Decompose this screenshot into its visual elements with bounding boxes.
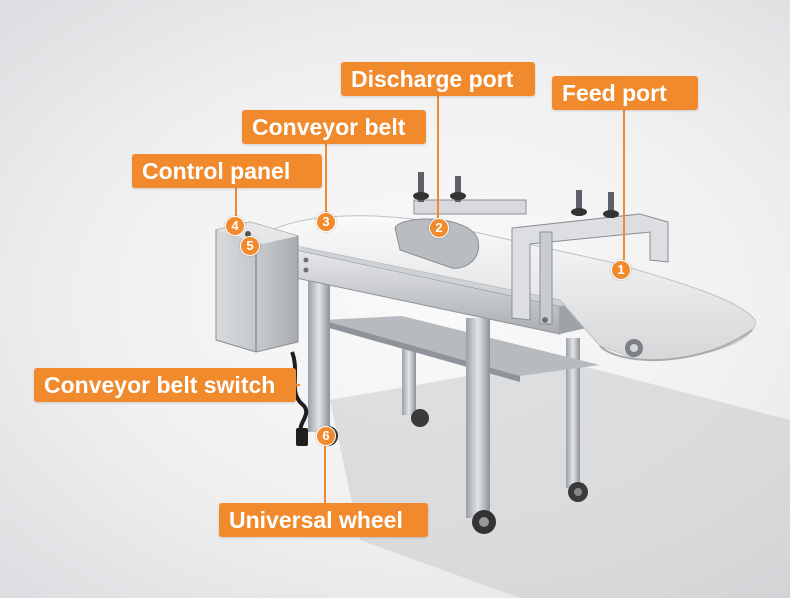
marker-6: 6 — [316, 426, 336, 446]
floor-shadow — [330, 360, 790, 598]
discharge-port-label: Discharge port — [341, 62, 535, 96]
discharge-roller — [394, 172, 527, 269]
conveyor-belt-switch-label: Conveyor belt switch — [34, 368, 296, 402]
conveyor-belt-label: Conveyor belt — [242, 110, 426, 144]
marker-2: 2 — [429, 218, 449, 238]
feed-frame — [511, 190, 669, 325]
universal-wheel-label: Universal wheel — [219, 503, 428, 537]
marker-1: 1 — [611, 260, 631, 280]
marker-4: 4 — [225, 216, 245, 236]
feed-port-label: Feed port — [552, 76, 698, 110]
marker-3: 3 — [316, 212, 336, 232]
leader-lines — [235, 96, 625, 503]
control-panel-label: Control panel — [132, 154, 322, 188]
marker-5: 5 — [240, 236, 260, 256]
